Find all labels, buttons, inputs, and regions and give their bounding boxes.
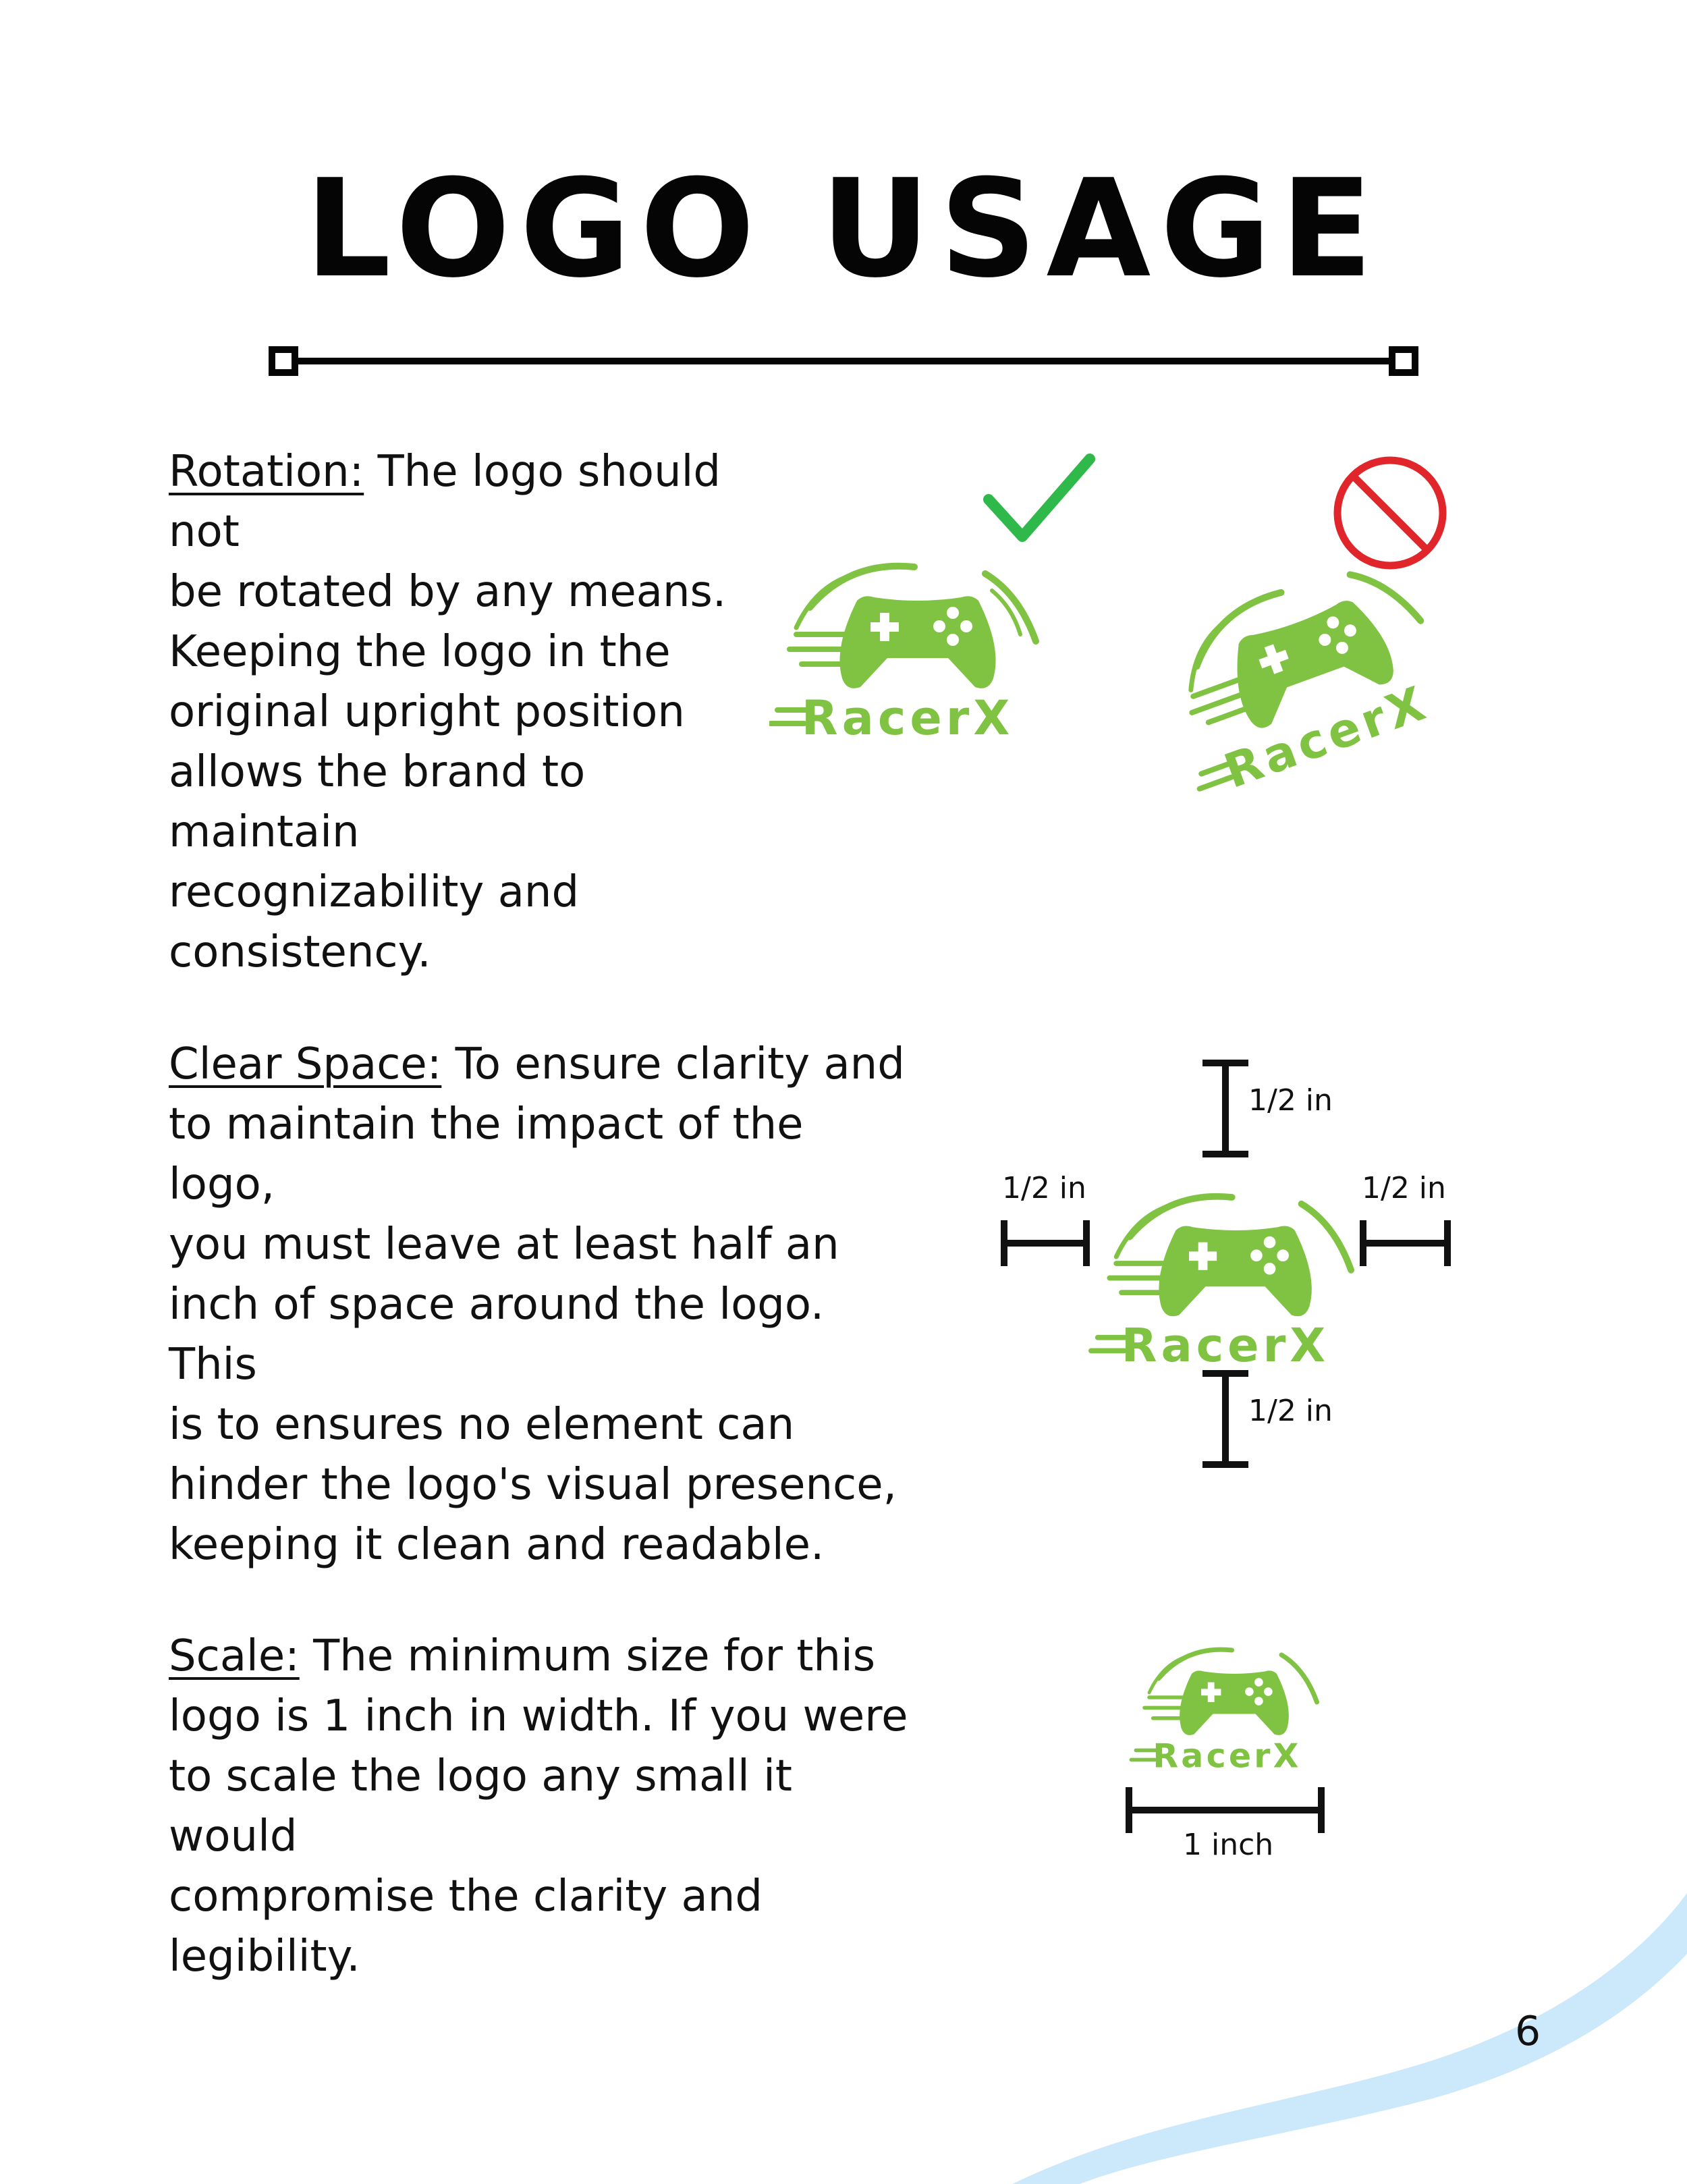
racerx-logo-upright: RacerX [769, 562, 1039, 742]
left-dimension-bar [1001, 1220, 1090, 1266]
racerx-logo-small: RacerX [1129, 1647, 1319, 1776]
clear-space-top-label: 1/2 in [1248, 1083, 1333, 1118]
clear-space-line-7: keeping it clean and readable. [169, 1520, 825, 1570]
title-divider [269, 346, 1418, 376]
clear-space-label: Clear Space: [169, 1039, 442, 1089]
scale-line-4: compromise the clarity and [169, 1872, 763, 1921]
page-title: LOGO USAGE [304, 151, 1383, 308]
logo-wordmark-clear-space: RacerX [1122, 1319, 1329, 1373]
clear-space-bottom-label: 1/2 in [1248, 1394, 1333, 1428]
clear-space-line-2: to maintain the impact of the logo, [169, 1099, 804, 1209]
clear-space-left-label: 1/2 in [1002, 1171, 1086, 1205]
racerx-logo-clear-space: RacerX [1088, 1193, 1355, 1373]
rotation-line-2: be rotated by any means. [169, 567, 727, 617]
clear-space-line-1: To ensure clarity and [441, 1039, 905, 1089]
prohibited-icon [1333, 456, 1447, 570]
checkmark-icon [983, 454, 1095, 542]
scale-width-label: 1 inch [1183, 1828, 1274, 1862]
clear-space-line-3: you must leave at least half an [169, 1220, 839, 1270]
scale-label: Scale: [169, 1631, 300, 1681]
scale-line-2: logo is 1 inch in width. If you were [169, 1691, 908, 1741]
clear-space-diagram: RacerX [1001, 1060, 1451, 1468]
rotation-line-4: original upright position [169, 687, 685, 737]
rotation-line-7: consistency. [169, 927, 431, 977]
rotation-label: Rotation: [169, 447, 364, 497]
logo-wordmark: RacerX [802, 690, 1014, 742]
scale-line-1: The minimum size for this [299, 1631, 876, 1681]
clear-space-right-label: 1/2 in [1362, 1171, 1446, 1205]
scale-diagram: RacerX [1126, 1647, 1325, 1833]
rotation-line-3: Keeping the logo in the [169, 627, 671, 677]
right-dimension-bar [1360, 1220, 1451, 1266]
page-number: 6 [1515, 2008, 1541, 2055]
logo-wordmark-small: RacerX [1153, 1737, 1301, 1776]
racerx-logo-rotated: RacerX [1188, 571, 1436, 796]
rotation-section: Rotation: The logo should not be rotated… [169, 442, 776, 983]
scale-line-5: legibility. [169, 1932, 360, 1982]
gamepad-icon [787, 562, 1039, 688]
clear-space-line-5: is to ensures no element can [169, 1400, 795, 1450]
scale-line-3: to scale the logo any small it would [169, 1751, 792, 1861]
top-dimension-bar [1202, 1060, 1248, 1157]
clear-space-section: Clear Space: To ensure clarity and to ma… [169, 1035, 911, 1575]
width-dimension-bar [1126, 1787, 1325, 1833]
clear-space-line-4: inch of space around the logo. This [169, 1280, 825, 1390]
rotation-line-5: allows the brand to maintain [169, 747, 586, 857]
scale-section: Scale: The minimum size for this logo is… [169, 1627, 911, 1987]
rotation-line-6: recognizability and [169, 867, 580, 917]
bottom-dimension-bar [1202, 1370, 1248, 1468]
rotation-line-1: The logo should not [169, 447, 721, 557]
clear-space-line-6: hinder the logo's visual presence, [169, 1460, 897, 1510]
